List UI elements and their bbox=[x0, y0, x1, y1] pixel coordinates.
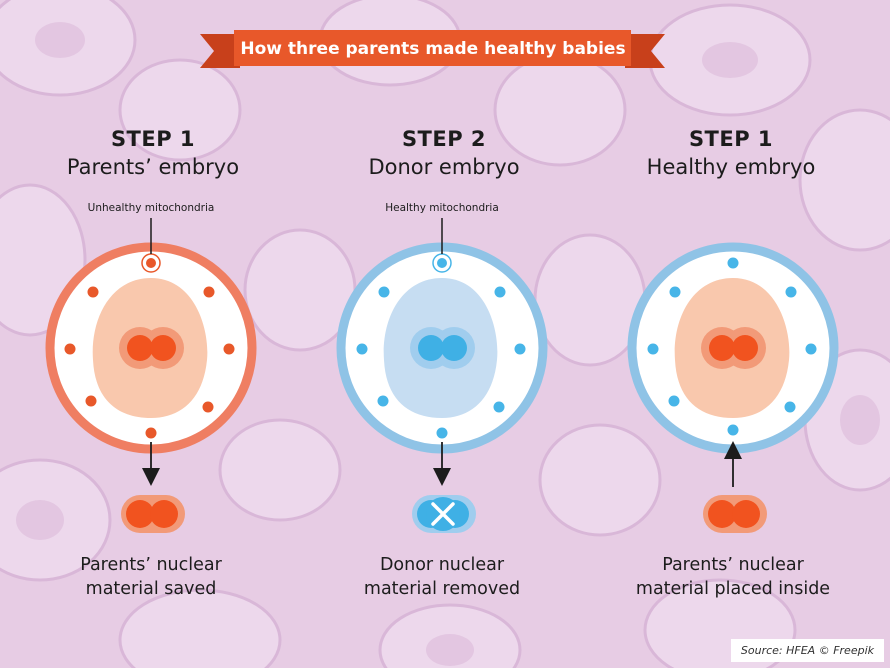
step-1-caption-line2: material saved bbox=[85, 579, 217, 599]
step-3-title: Healthy embryo bbox=[646, 155, 816, 179]
title-banner bbox=[200, 30, 665, 68]
step-3-label: STEP 1 bbox=[688, 127, 774, 151]
healthy-embryo-cell bbox=[627, 242, 839, 533]
parents-nucleus bbox=[119, 327, 184, 369]
step-1-caption: Parents’ nuclear material saved bbox=[21, 553, 281, 601]
parents-embryo-cell bbox=[45, 218, 257, 533]
unhealthy-mitochondria-dots bbox=[64, 286, 235, 439]
step-3-heading: STEP 1 Healthy embryo bbox=[611, 127, 851, 179]
healthy-embryo-mitochondria-dots bbox=[647, 257, 817, 436]
healthy-mitochondria-dots bbox=[356, 286, 526, 439]
step-3-caption-line1: Parents’ nuclear bbox=[662, 555, 804, 575]
step-2-title: Donor embryo bbox=[368, 155, 520, 179]
donor-embryo-cell bbox=[336, 218, 548, 533]
step-3-caption: Parents’ nuclear material placed inside bbox=[603, 553, 863, 601]
parents-nuclear-material-placed bbox=[703, 495, 767, 533]
step-1-caption-line1: Parents’ nuclear bbox=[80, 555, 222, 575]
healthy-embryo-nucleus bbox=[701, 327, 766, 369]
step-2-caption-line2: material removed bbox=[363, 579, 521, 599]
step-1-heading: STEP 1 Parents’ embryo bbox=[33, 127, 273, 179]
step-3-caption-line2: material placed inside bbox=[635, 579, 831, 599]
step-2-heading: STEP 2 Donor embryo bbox=[324, 127, 564, 179]
step-1-label: STEP 1 bbox=[110, 127, 196, 151]
healthy-mitochondria-label: Healthy mitochondria bbox=[385, 202, 499, 214]
source-credit: Source: HFEA © Freepik bbox=[730, 639, 884, 662]
donor-nucleus bbox=[410, 327, 475, 369]
step-1-title: Parents’ embryo bbox=[66, 155, 240, 179]
unhealthy-mitochondria-label: Unhealthy mitochondria bbox=[87, 202, 215, 214]
step-2-caption: Donor nuclear material removed bbox=[312, 553, 572, 601]
donor-nuclear-material-removed bbox=[412, 495, 476, 533]
parents-nuclear-material-saved bbox=[121, 495, 185, 533]
step-2-label: STEP 2 bbox=[401, 127, 487, 151]
banner-title: How three parents made healthy babies bbox=[240, 39, 626, 59]
step-2-caption-line1: Donor nuclear bbox=[379, 555, 505, 575]
